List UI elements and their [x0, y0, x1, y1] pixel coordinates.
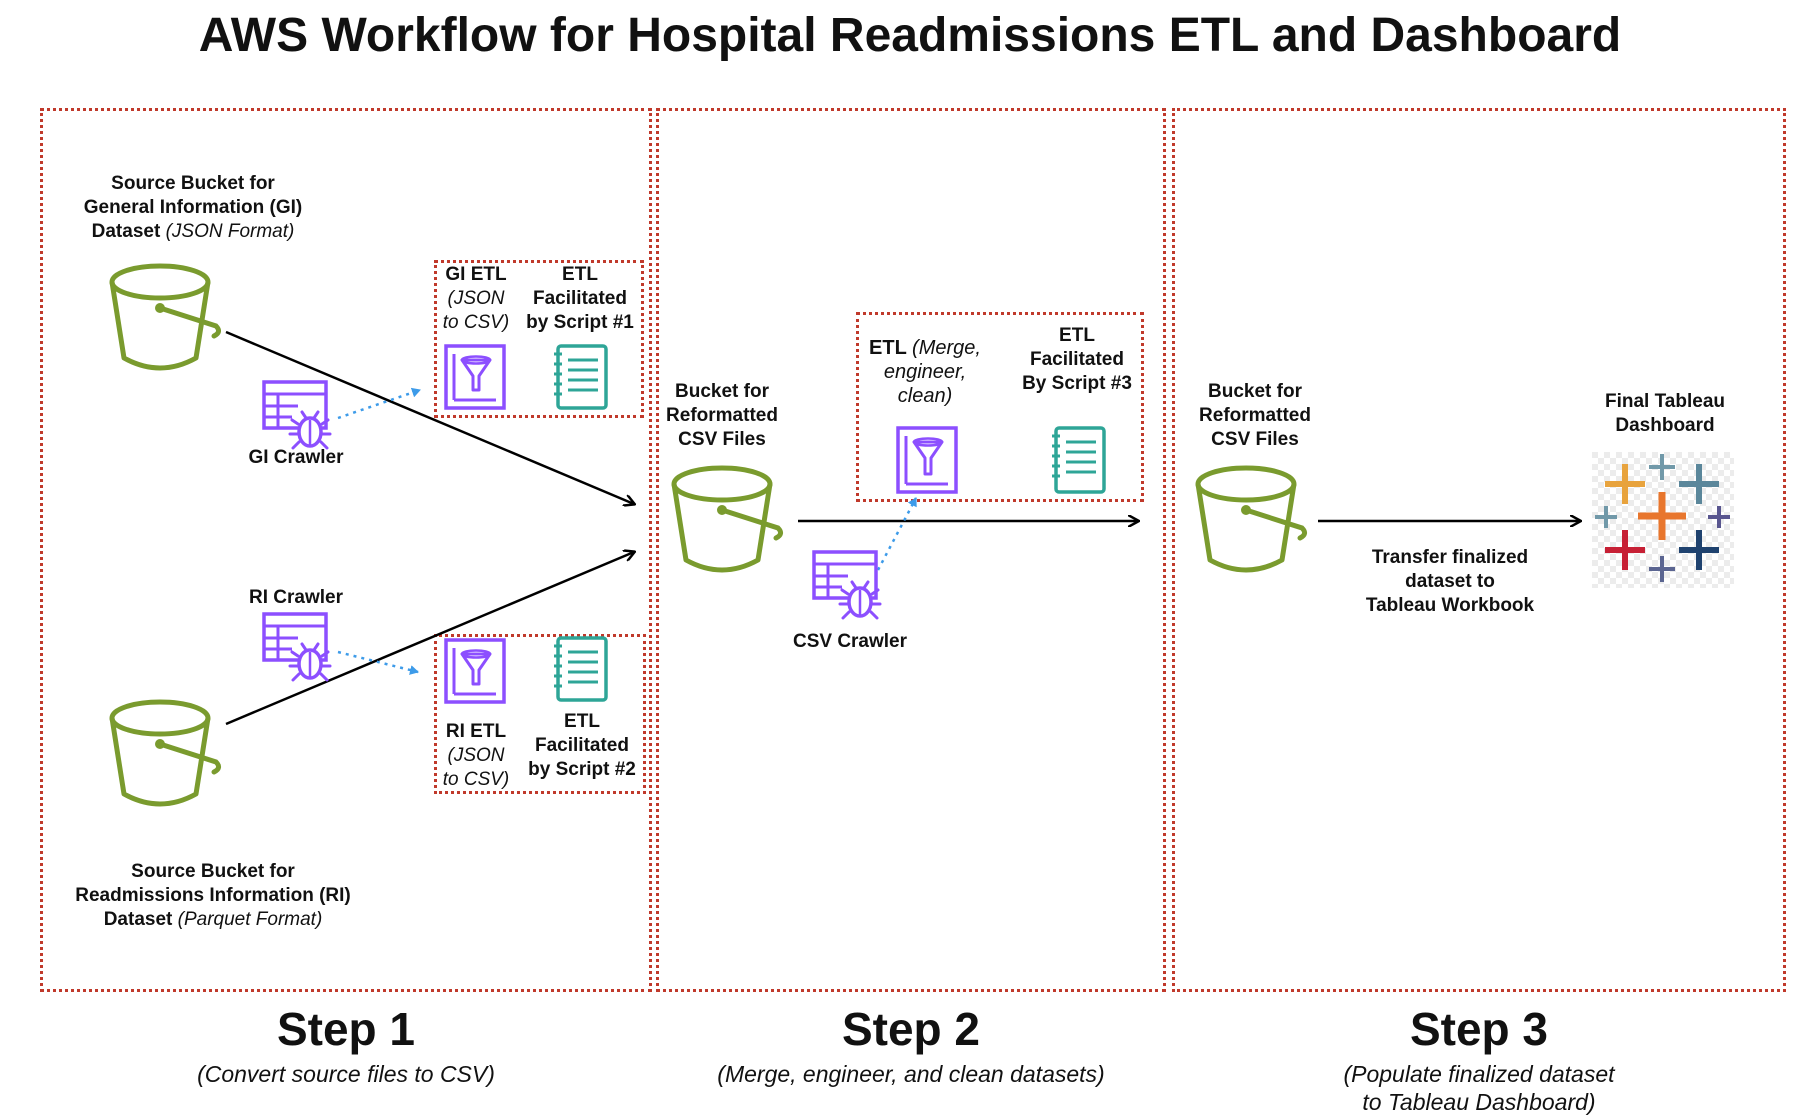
- ri-crawler-icon: [262, 612, 332, 682]
- diagram-title: AWS Workflow for Hospital Readmissions E…: [198, 9, 1622, 62]
- step2-script-label: ETL Facilitated By Script #3: [1022, 325, 1132, 394]
- step1-heading: Step 1: [276, 1003, 416, 1055]
- ri-bucket-label: Source Bucket for Readmissions Informati…: [75, 861, 351, 930]
- gi-crawler-label: GI Crawler: [248, 447, 344, 468]
- s3-bucket-icon: [671, 465, 784, 573]
- step1-panel: [40, 108, 652, 992]
- gi-etl-label: GI ETL (JSON to CSV): [442, 264, 510, 333]
- step2-etl-label: ETL (Merge, engineer, clean): [869, 337, 981, 407]
- gi-crawler-icon: [262, 380, 332, 450]
- tableau-logo-icon: [1592, 452, 1734, 588]
- ri-etl-label: RI ETL (JSON to CSV): [442, 721, 510, 790]
- s3-bucket-icon: [1195, 465, 1308, 573]
- step2-heading: Step 2: [841, 1003, 981, 1055]
- step3-bucket-label: Bucket for Reformatted CSV Files: [1199, 381, 1311, 450]
- gi-etl-box: [434, 260, 644, 418]
- step2-panel: [656, 108, 1166, 992]
- glue-etl-job-icon: [896, 426, 958, 494]
- step2-caption: (Merge, engineer, and clean datasets): [717, 1061, 1105, 1087]
- csv-crawler-dotted-arrow: [876, 497, 918, 571]
- csv-crawler-icon: [812, 550, 882, 620]
- ri-crawler-label: RI Crawler: [249, 587, 343, 608]
- csv-crawler-label: CSV Crawler: [792, 631, 908, 652]
- dashboard-label: Final Tableau Dashboard: [1604, 391, 1725, 436]
- step3-panel: [1172, 108, 1786, 992]
- glue-etl-job-icon: [444, 638, 506, 704]
- gi-script-label: ETL Facilitated by Script #1: [526, 264, 634, 333]
- step2-bucket-label: Bucket for Reformatted CSV Files: [666, 381, 778, 450]
- ri-crawler-dotted-arrow: [337, 650, 419, 675]
- gi-crawler-dotted-arrow: [337, 387, 421, 420]
- gi-bucket-label: Source Bucket for General Information (G…: [83, 173, 303, 242]
- notebook-script-icon: [554, 636, 608, 702]
- ri-script-label: ETL Facilitated by Script #2: [528, 711, 636, 780]
- s3-bucket-icon: [109, 699, 222, 807]
- step3-caption: (Populate finalized dataset to Tableau D…: [1343, 1061, 1615, 1115]
- step2-etl-box: [856, 312, 1144, 502]
- ri-etl-box: [434, 634, 646, 794]
- glue-etl-job-icon: [444, 344, 506, 410]
- step1-caption: (Convert source files to CSV): [197, 1061, 495, 1087]
- step3-heading: Step 3: [1409, 1003, 1549, 1055]
- gi-to-csv-bucket-arrow: [225, 330, 634, 504]
- notebook-script-icon: [1052, 426, 1106, 494]
- s3-bucket-icon: [109, 263, 222, 371]
- notebook-script-icon: [554, 344, 608, 410]
- ri-to-csv-bucket-arrow: [225, 552, 634, 726]
- transfer-label: Transfer finalized dataset to Tableau Wo…: [1365, 547, 1535, 616]
